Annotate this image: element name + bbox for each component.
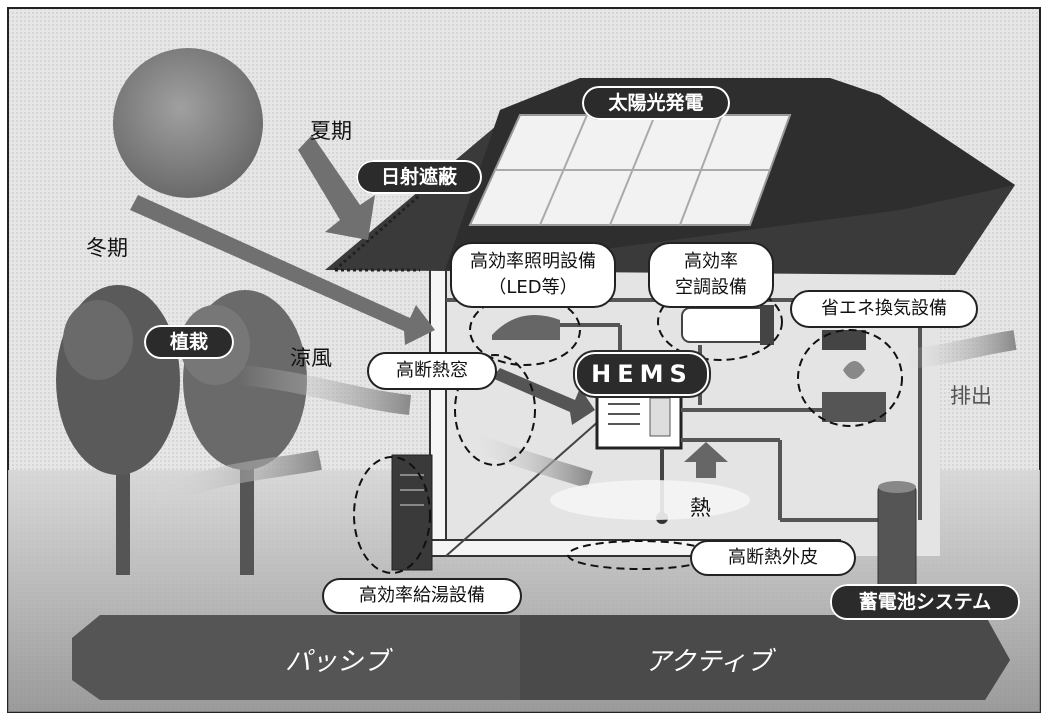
vent-unit (822, 392, 886, 422)
planting-label: 植栽 (144, 325, 234, 359)
eave-shade-line (334, 193, 421, 272)
efficient-ac-line1: 高効率 (684, 251, 738, 272)
winter-label: 冬期 (86, 236, 128, 260)
efficient-lighting-line2: （LED等） (488, 277, 578, 298)
summer-sun-arrow (298, 135, 375, 240)
battery-icon (877, 484, 917, 596)
heat-label: 熱 (690, 496, 711, 520)
insulated-envelope-label: 高断熱外皮 (690, 540, 856, 576)
water-heater-icon (391, 454, 433, 571)
efficient-lighting-line1: 高効率照明設備 (470, 251, 596, 272)
breeze-arrow-lower (146, 450, 322, 510)
active-label: アクティブ (645, 647, 773, 677)
ventilation-label: 省エネ換気設備 (790, 290, 978, 328)
breeze-arrow-upper (239, 365, 412, 415)
efficient-lighting-label: 高効率照明設備 （LED等） (450, 242, 616, 308)
data-arrow-to-hems (492, 368, 595, 425)
vent-fan-icon (843, 361, 865, 379)
sun-shading-label: 日射遮蔽 (356, 160, 482, 194)
efficient-ac-line2: 空調設備 (675, 277, 747, 298)
summer-label: 夏期 (310, 119, 352, 143)
exhaust-label: 排出 (950, 384, 992, 408)
hems-label: HEMS (575, 352, 709, 396)
air-conditioner-icon (681, 307, 773, 343)
callout-circles (353, 283, 903, 574)
water-heater-label: 高効率給湯設備 (322, 578, 522, 614)
winter-sun-arrow (130, 195, 435, 345)
cool-breeze-label: 涼風 (290, 346, 332, 370)
sun-icon (113, 48, 263, 198)
floor-heat-area (550, 480, 750, 520)
battery-system-label: 蓄電池システム (830, 584, 1020, 620)
vent-fan-housing (822, 330, 866, 350)
insulated-window-label: 高断熱窓 (367, 352, 497, 390)
exhaust-arrow (899, 330, 1017, 370)
solar-panel-array (468, 114, 792, 226)
light-fixture-icon (492, 315, 560, 340)
heat-arrow-icon (684, 442, 728, 478)
efficient-ac-label: 高効率 空調設備 (648, 242, 774, 308)
solar-power-label: 太陽光発電 (582, 86, 730, 120)
passive-label: パッシブ (285, 647, 390, 677)
